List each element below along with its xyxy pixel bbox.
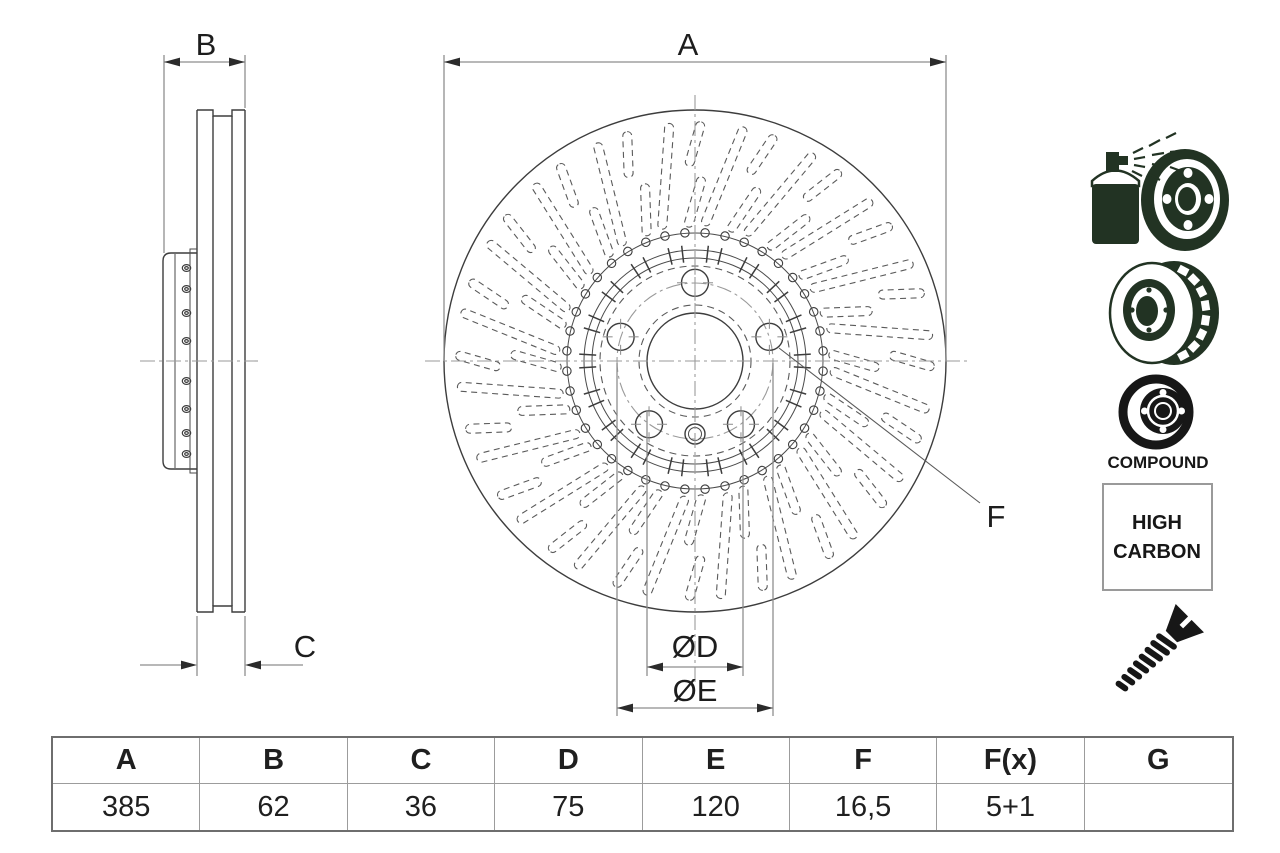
screw-threads xyxy=(1115,633,1177,692)
side-view xyxy=(140,109,258,613)
icon-column: COMPOUND HIGH CARBON xyxy=(1090,132,1229,692)
header-cell-c: C xyxy=(347,738,496,784)
value-cell-e: 120 xyxy=(643,784,790,830)
dim-label-d: ØD xyxy=(672,629,719,664)
header-cell-e: E xyxy=(642,738,790,784)
header-cell-a: A xyxy=(53,738,201,784)
spray-mist xyxy=(1131,132,1182,181)
header-cell-f: F xyxy=(789,738,938,784)
dimension-a: A xyxy=(443,27,947,361)
header-cell-g: G xyxy=(1084,738,1232,784)
value-cell-fx: 5+1 xyxy=(937,784,1085,830)
value-cell-g xyxy=(1085,784,1232,830)
header-cell-fx: F(x) xyxy=(937,738,1085,784)
dimension-table-value-row: 385 62 36 75 120 16,5 5+1 xyxy=(53,784,1232,830)
high-carbon-badge: HIGH CARBON xyxy=(1102,483,1213,591)
dimension-d: ØD xyxy=(646,410,744,676)
dimension-e: ØE xyxy=(616,363,774,716)
wheel-bolt-holes xyxy=(602,264,788,443)
rim-vent-slots xyxy=(1176,264,1211,362)
dim-label-b: B xyxy=(196,27,217,62)
value-cell-c: 36 xyxy=(348,784,496,830)
dim-label-f: F xyxy=(987,499,1006,534)
dim-label-a: A xyxy=(678,27,699,62)
hat-bolt-holes xyxy=(181,264,192,459)
dim-label-c: C xyxy=(294,629,316,664)
dimension-b: B xyxy=(163,27,246,253)
dim-label-e: ØE xyxy=(673,673,718,708)
value-cell-a: 385 xyxy=(53,784,201,830)
dimension-f-leader: F xyxy=(778,347,1006,534)
brake-disc-technical-drawing: B C xyxy=(140,27,1229,716)
vented-disc-icon xyxy=(1108,261,1219,365)
header-cell-d: D xyxy=(495,738,643,784)
compound-label: COMPOUND xyxy=(1107,453,1208,472)
high-carbon-line2: CARBON xyxy=(1113,541,1201,563)
spray-coated-disc-icon xyxy=(1090,132,1229,251)
value-cell-b: 62 xyxy=(200,784,348,830)
value-cell-d: 75 xyxy=(495,784,643,830)
dimension-table: A B C D E F F(x) G 385 62 36 75 120 16,5… xyxy=(51,736,1234,832)
compound-disc-icon: COMPOUND xyxy=(1107,374,1209,472)
dimension-c: C xyxy=(140,616,316,676)
header-cell-b: B xyxy=(200,738,348,784)
dimension-table-header-row: A B C D E F F(x) G xyxy=(53,738,1232,784)
value-cell-f: 16,5 xyxy=(790,784,938,830)
rivet-marks xyxy=(579,245,811,477)
countersunk-screw-icon xyxy=(1115,604,1204,692)
high-carbon-line1: HIGH xyxy=(1132,512,1182,534)
front-view xyxy=(425,95,968,684)
